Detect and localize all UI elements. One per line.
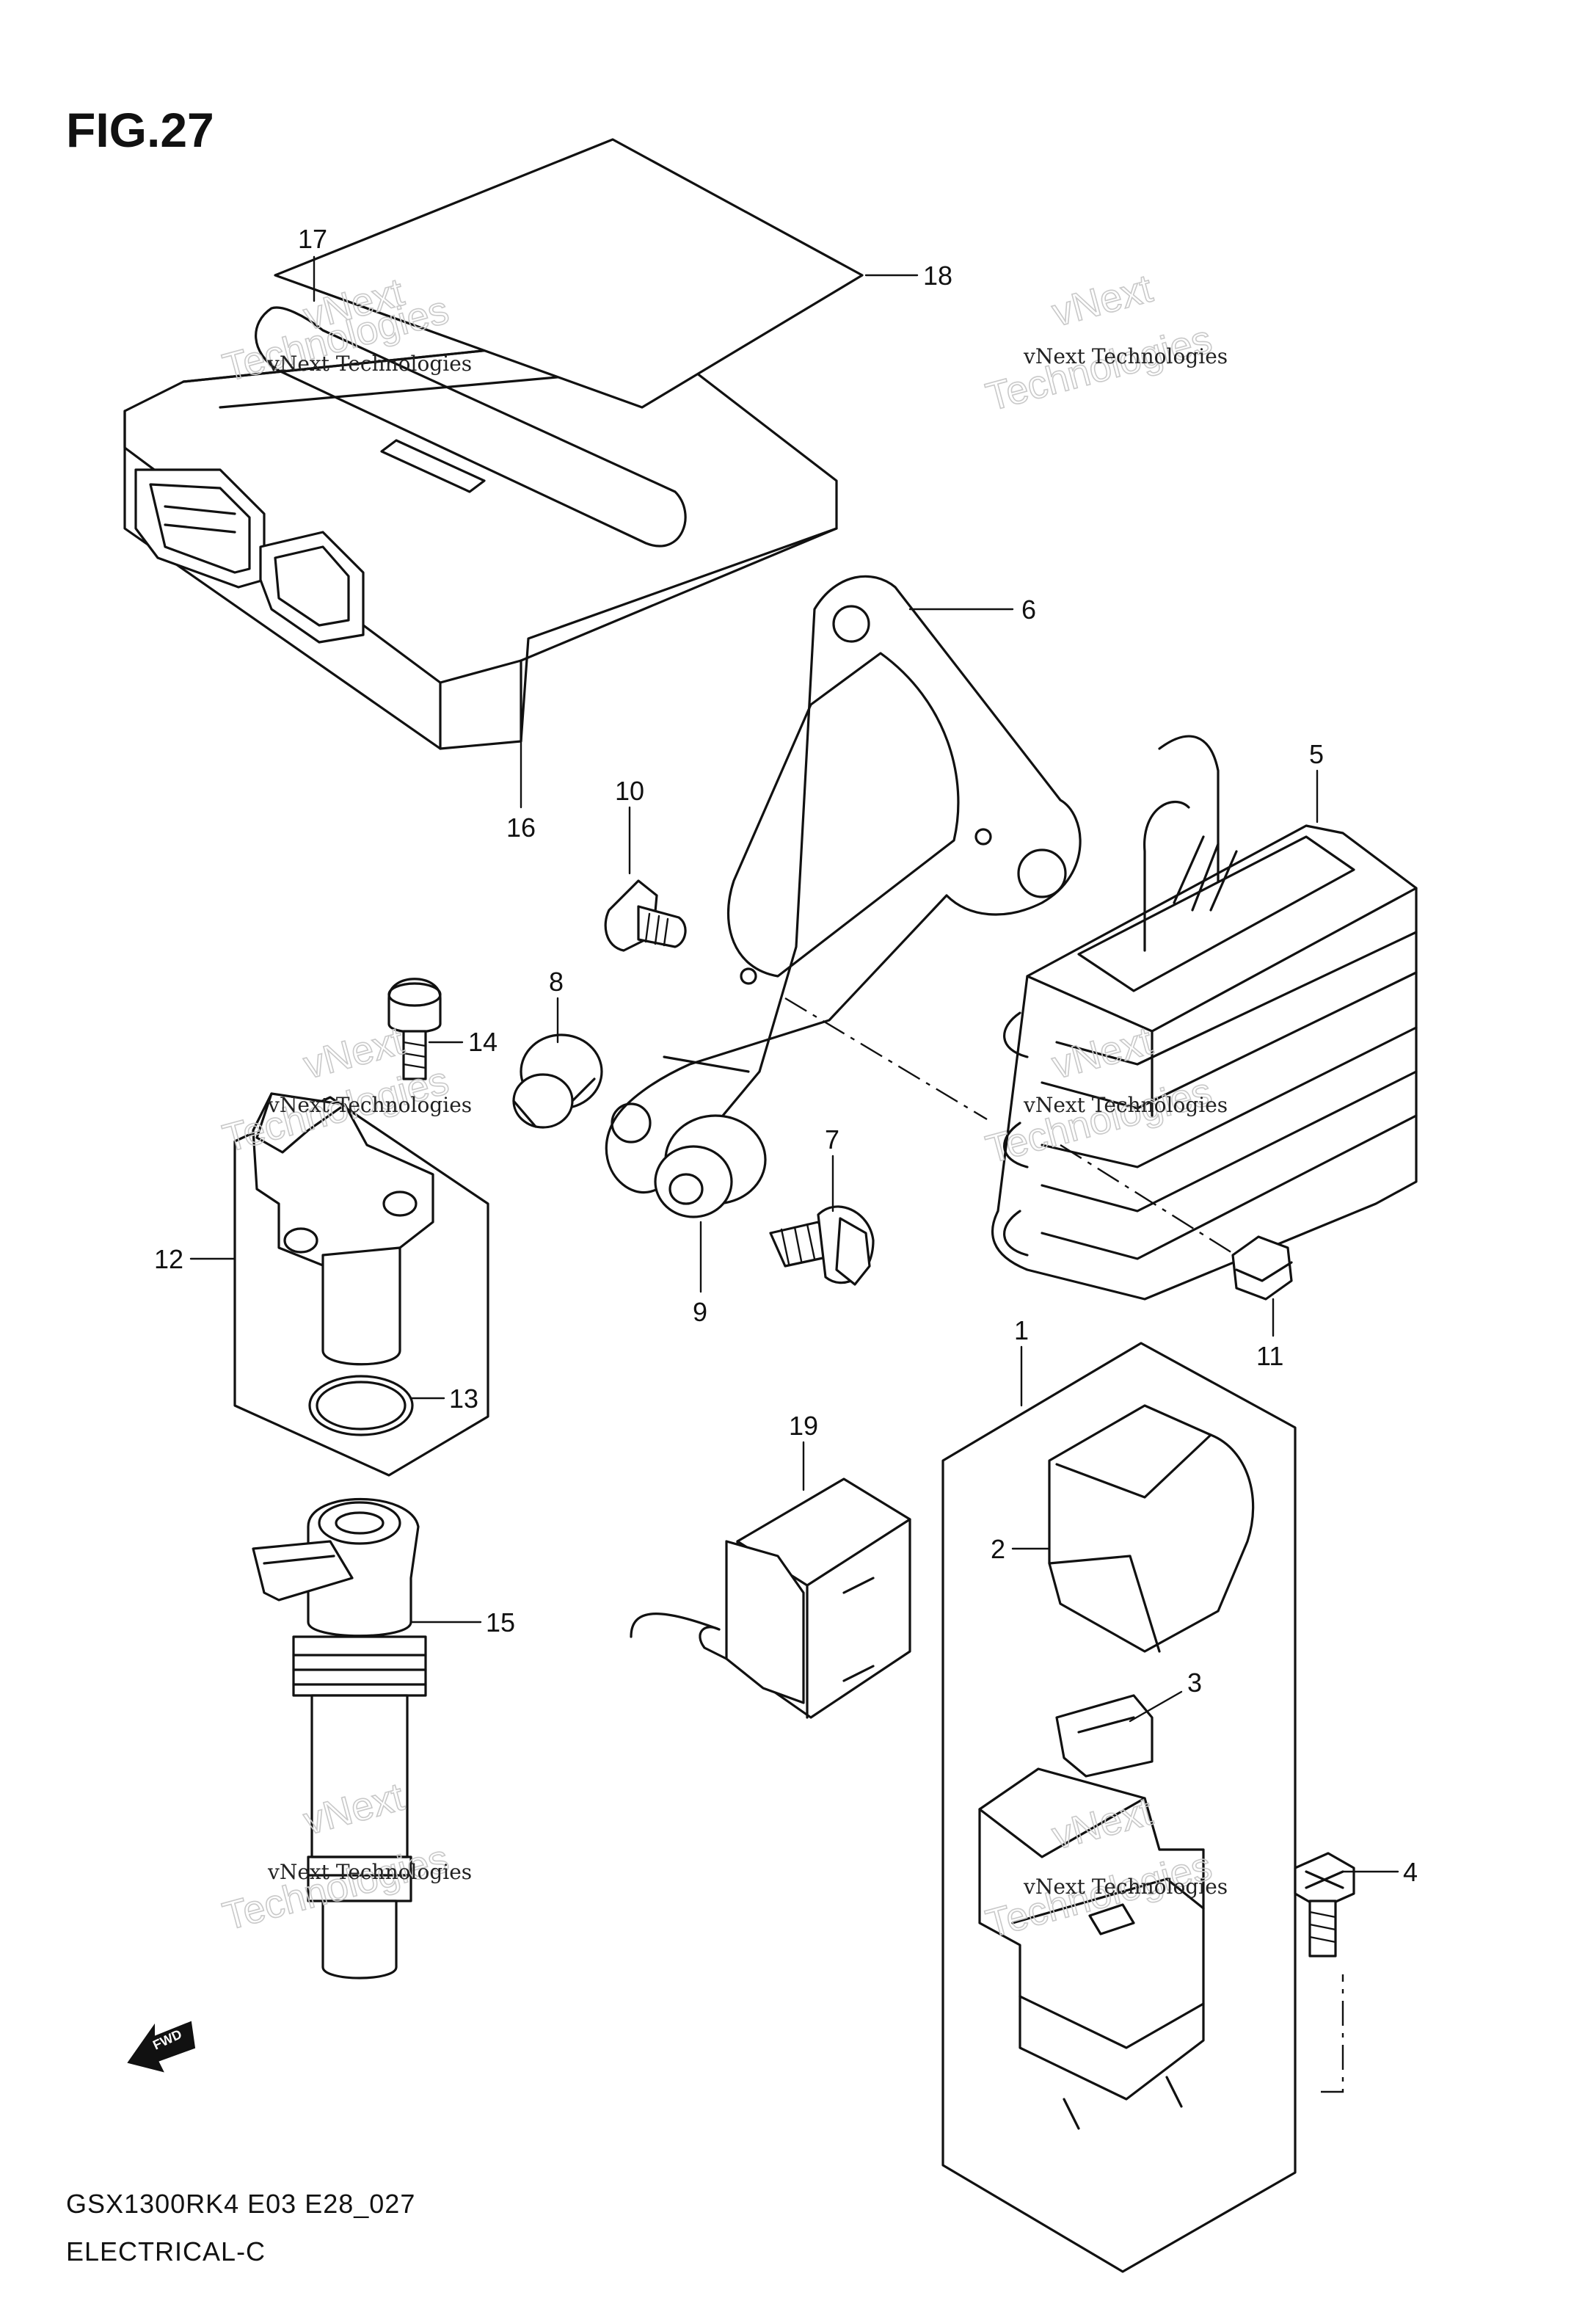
ecu-unit (123, 306, 838, 750)
ignition-coil (252, 1497, 427, 1980)
callout-7: 7 (825, 1124, 839, 1155)
callout-13: 13 (449, 1384, 478, 1414)
callout-14: 14 (468, 1027, 498, 1057)
callout-4: 4 (1403, 1857, 1418, 1887)
callout-11: 11 (1256, 1341, 1283, 1371)
callout-18: 18 (923, 261, 952, 291)
watermark-top-right: vNext Technologies vNext Technologies (981, 266, 1228, 420)
svg-text:vNext Technologies: vNext Technologies (1023, 344, 1228, 368)
leader-lines (189, 255, 1399, 1873)
callout-17: 17 (298, 224, 327, 254)
flange-bolt-7 (769, 1205, 875, 1286)
starter-relay-box (941, 1342, 1297, 2273)
mounting-bracket (605, 575, 1082, 1194)
callout-19: 19 (789, 1411, 818, 1441)
callout-16: 16 (506, 813, 536, 843)
model-code: GSX1300RK4 E03 E28_027 (66, 2189, 415, 2219)
svg-text:vNext: vNext (1048, 266, 1157, 335)
callout-9: 9 (693, 1297, 707, 1327)
regulator-rectifier (991, 735, 1418, 1301)
svg-text:vNext Technologies: vNext Technologies (267, 1860, 472, 1884)
sensor-group-box (233, 1092, 489, 1477)
figure-label: FIG.27 (66, 103, 214, 157)
section-title: ELECTRICAL-C (66, 2236, 266, 2266)
alignment-line-4 (1321, 1974, 1344, 2093)
label-plate (274, 138, 864, 409)
svg-text:vNext Technologies: vNext Technologies (267, 352, 472, 376)
callout-3: 3 (1187, 1668, 1202, 1698)
grommet-9 (654, 1114, 767, 1218)
callout-10: 10 (615, 776, 644, 806)
relay-19 (630, 1477, 911, 1719)
callout-15: 15 (486, 1607, 515, 1637)
svg-text:vNext Technologies: vNext Technologies (1023, 1093, 1228, 1117)
alignment-line-6-5 (784, 997, 988, 1121)
svg-text:vNext Technologies: vNext Technologies (267, 1093, 472, 1117)
callout-12: 12 (154, 1244, 183, 1274)
alignment-line-5-11 (1060, 1144, 1248, 1264)
bolt-4 (1294, 1852, 1355, 1957)
callout-1: 1 (1014, 1315, 1029, 1345)
callout-5: 5 (1309, 739, 1324, 769)
screw-14 (387, 978, 442, 1080)
svg-text:vNext Technologies: vNext Technologies (1023, 1875, 1228, 1899)
callout-2: 2 (991, 1534, 1005, 1564)
rubber-spacer-8 (512, 1033, 603, 1129)
callout-8: 8 (549, 967, 564, 997)
bolt-10 (604, 879, 687, 952)
forward-arrow-icon: FWD (127, 2021, 196, 2073)
nut-11 (1231, 1235, 1293, 1301)
callout-6: 6 (1021, 595, 1036, 625)
callout-numbers: 17 18 6 5 16 10 8 14 7 9 11 12 13 15 1 1… (154, 224, 1418, 1887)
